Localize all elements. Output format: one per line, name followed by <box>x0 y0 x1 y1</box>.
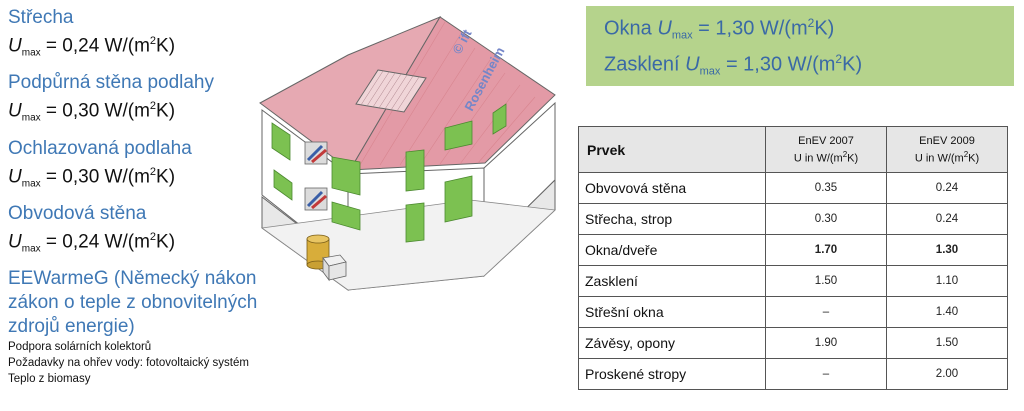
value-2007: – <box>765 358 887 390</box>
block-value: Umax = 0,24 W/(m2K) <box>8 230 176 255</box>
boiler-box <box>322 254 347 282</box>
table-row: Závěsy, opony 1.90 1.50 <box>578 327 1008 359</box>
roof-right-slope <box>349 16 556 171</box>
windows-umax: Okna Umax = 1,30 W/(m2K) <box>604 16 835 42</box>
solar-panel <box>355 69 427 113</box>
block-value: Umax = 0,30 W/(m2K) <box>8 165 176 189</box>
block-roof: Střecha Umax = 0,24 W/(m2K) <box>8 6 328 65</box>
solar-panel-grid <box>360 70 420 112</box>
house-illustration: © ift Rosenheim <box>259 15 556 291</box>
roof-texture <box>359 21 536 166</box>
block-floor-support-wall: Podpůrná stěna podlahy Umax = 0,30 W/(m2… <box>8 71 328 130</box>
value-2007: 1.70 <box>765 234 887 266</box>
table-row: Střecha, strop 0.30 0.24 <box>578 203 1008 235</box>
window <box>492 103 507 135</box>
small-item: Požadavky na ohřev vody: fotovoltaický s… <box>8 357 249 370</box>
value-2009: 1.10 <box>886 265 1008 297</box>
row-label: Střešní okna <box>578 296 766 328</box>
window <box>444 120 473 151</box>
small-item: Podpora solárních kolektorů <box>8 341 152 354</box>
window <box>331 156 361 196</box>
window <box>405 202 425 243</box>
row-label: Střecha, strop <box>578 203 766 235</box>
value-2009: 0.24 <box>886 172 1008 204</box>
header-prvek: Prvek <box>578 126 766 173</box>
value-2009: 2.00 <box>886 358 1008 390</box>
row-label: Závěsy, opony <box>578 327 766 359</box>
row-label: Okna/dveře <box>578 234 766 266</box>
value-2007: – <box>765 296 887 328</box>
glazing-umax: Zasklení Umax = 1,30 W/(m2K) <box>604 52 863 78</box>
windows <box>271 103 507 243</box>
value-2007: 1.50 <box>765 265 887 297</box>
window <box>405 149 425 192</box>
block-outer-wall: Obvodová stěna Umax = 0,24 W/(m2K) <box>8 202 328 261</box>
ventilation-unit-lower <box>304 187 328 211</box>
block-title: Střecha <box>8 7 74 28</box>
table-row: Okna/dveře 1.70 1.30 <box>578 234 1008 266</box>
window-glazing-box: Okna Umax = 1,30 W/(m2K) Zasklení Umax =… <box>586 6 1014 86</box>
window <box>331 201 361 231</box>
window <box>273 169 293 201</box>
value-2007: 0.30 <box>765 203 887 235</box>
table-row: Proskené stropy – 2.00 <box>578 358 1008 390</box>
row-label: Zasklení <box>578 265 766 297</box>
value-2009: 1.40 <box>886 296 1008 328</box>
value-2009: 1.50 <box>886 327 1008 359</box>
block-title: Podpůrná stěna podlahy <box>8 72 214 94</box>
value-2007: 1.90 <box>765 327 887 359</box>
table-row: Obvovová stěna 0.35 0.24 <box>578 172 1008 204</box>
row-label: Proskené stropy <box>578 358 766 390</box>
table-row: Střešní okna – 1.40 <box>578 296 1008 328</box>
block-value: Umax = 0,24 W/(m2K) <box>8 35 176 59</box>
small-item: Teplo z biomasy <box>8 373 91 386</box>
left-panel: Střecha Umax = 0,24 W/(m2K) Podpůrná stě… <box>8 6 328 387</box>
value-2007: 0.35 <box>765 172 887 204</box>
value-2009: 0.24 <box>886 203 1008 235</box>
row-label: Obvovová stěna <box>578 172 766 204</box>
window <box>444 175 473 223</box>
block-cooled-floor: Ochlazovaná podlaha Umax = 0,30 W/(m2K) <box>8 137 328 196</box>
window <box>271 122 291 161</box>
eewarmeg-text: EEWarmeG (Německý nákon zákon o teple z … <box>8 268 258 338</box>
ventilation-unit-upper <box>304 141 328 165</box>
block-title: Obvodová stěna <box>8 202 147 224</box>
block-value: Umax = 0,30 W/(m2K) <box>8 100 176 124</box>
value-2009: 1.30 <box>886 234 1008 266</box>
table-row: Zasklení 1.50 1.10 <box>578 265 1008 297</box>
block-title: Ochlazovaná podlaha <box>8 137 192 159</box>
